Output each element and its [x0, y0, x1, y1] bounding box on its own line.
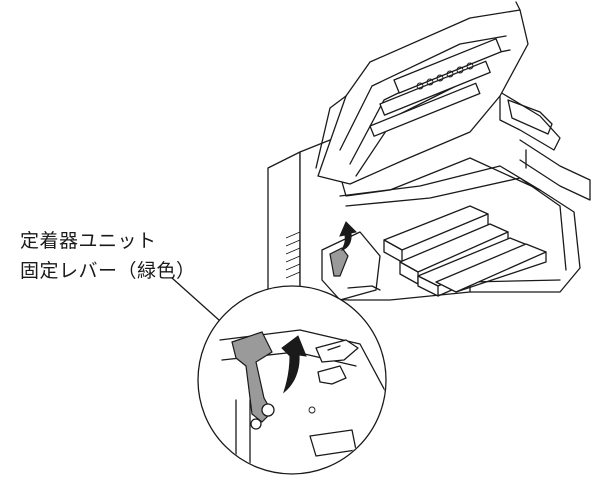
magnified-lever-detail: [197, 285, 387, 475]
vent-slots: [285, 231, 301, 279]
label-line-2: 固定レバー（緑色）: [20, 260, 196, 282]
toner-cartridges: [383, 205, 547, 297]
fuser-lever-small: [321, 221, 381, 301]
cartridge-4: [435, 243, 547, 293]
lever-arrow-icon: [339, 221, 358, 251]
label-line-1: 定着器ユニット: [20, 230, 157, 252]
part-label: 定着器ユニット 固定レバー（緑色）: [20, 226, 196, 286]
top-cover-open: [315, 1, 553, 185]
gear-strip: [416, 62, 474, 90]
lever-arrow-icon-large: [281, 335, 307, 394]
